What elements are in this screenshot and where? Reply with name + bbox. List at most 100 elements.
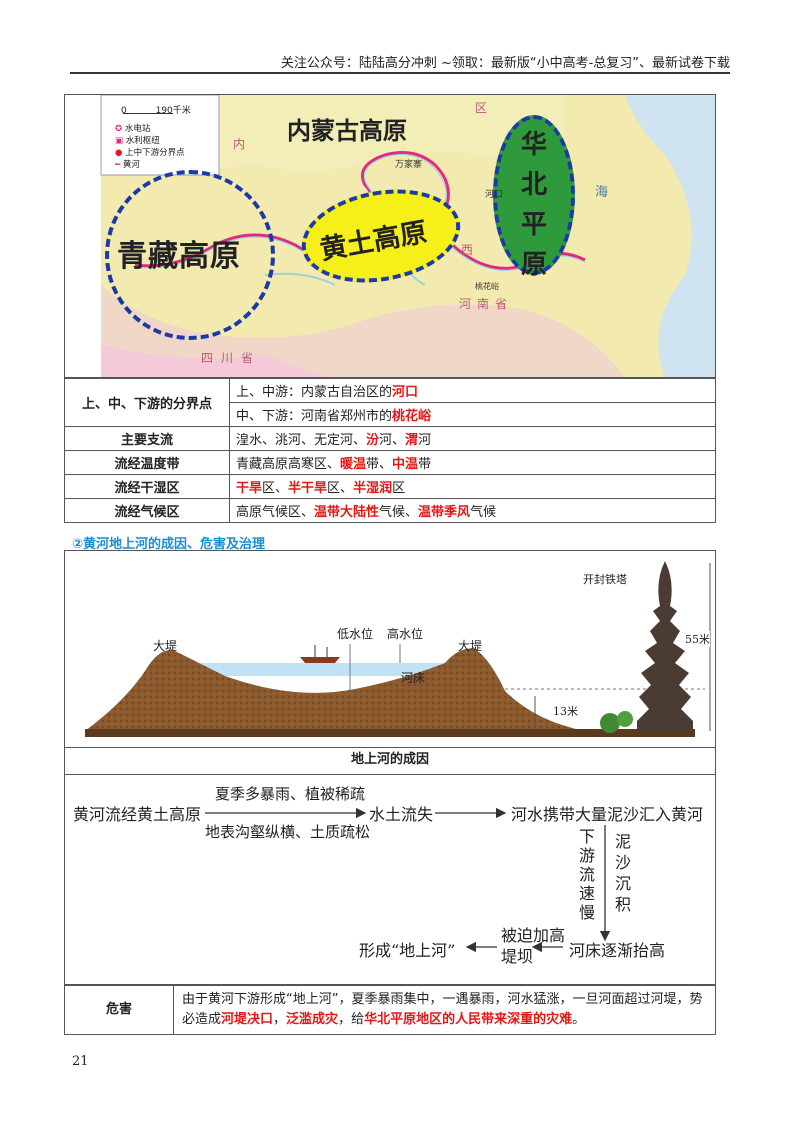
harm-table: 危害 由于黄河下游形成“地上河”，夏季暴雨集中，一遇暴雨，河水猛涨，一旦河面超过…	[64, 985, 716, 1035]
row-value: 上、中游：内蒙古自治区的河口	[229, 378, 716, 403]
map-legend: ✪ 水电站 ▣ 水利枢纽 ● 上中下游分界点 ━ 黄河	[115, 124, 185, 170]
plain-text: 河、	[379, 433, 406, 448]
plain-text: 。	[572, 1012, 586, 1027]
highlight-text: 暖温	[340, 457, 367, 472]
highlight-text: 温带季风	[418, 505, 471, 520]
highlight-text: 河堤决口	[221, 1012, 274, 1027]
table-row: 流经气候区 高原气候区、温带大陆性气候、温带季风气候	[64, 498, 716, 523]
cross-section-diagram: 大堤 大堤 低水位 高水位 河床 开封铁塔 55米 13米	[64, 550, 716, 748]
highlight-text: 渭	[405, 433, 419, 448]
row-key: 流经气候区	[64, 498, 230, 523]
hydropower-icon: ✪	[115, 124, 123, 134]
boundary-point-icon: ●	[115, 148, 123, 158]
plain-text: 河	[418, 433, 432, 448]
place-wanjiazhai: 万家寨	[395, 160, 423, 170]
flow-condition-2: 地表沟壑纵横、土质疏松	[205, 823, 371, 841]
table-row: 中、下游：河南省郑州市的桃花峪	[65, 402, 716, 427]
river-line-icon: ━	[115, 160, 121, 170]
cause-flow-diagram: 黄河流经黄土高原 夏季多暴雨、植被稀疏 地表沟壑纵横、土质疏松 水土流失 河水携…	[64, 775, 716, 985]
row-value: 高原气候区、温带大陆性气候、温带季风气候	[229, 498, 716, 523]
highlight-text: 干旱	[236, 481, 263, 496]
section-title: ②黄河地上河的成因、危害及治理	[72, 537, 266, 552]
row-key: 主要支流	[64, 426, 230, 451]
plain-text: 湟水、洮河、无定河、	[236, 433, 367, 448]
place-sichuan: 四川省	[201, 351, 262, 365]
plain-text: 区、	[327, 481, 354, 496]
plain-text: ，	[273, 1012, 287, 1027]
table-row: 上、中、下游的分界点 上、中游：内蒙古自治区的河口	[64, 378, 716, 427]
page-header: 关注公众号：陆陆高分冲刺 ~领取：最新版“小中高考-总复习”、最新试卷下载	[280, 56, 730, 71]
highlight-text: 温带大陆性	[314, 505, 380, 520]
flow-arrows	[205, 807, 611, 953]
flow-rise: 河床逐渐抬高	[569, 941, 666, 960]
label-high-water: 高水位	[387, 627, 424, 641]
highlight-text: 半干旱	[288, 481, 328, 496]
highlight-text: 中温	[392, 457, 419, 472]
label-tower: 开封铁塔	[583, 573, 627, 586]
flow-forced: 被迫加高堤坝	[501, 926, 566, 966]
place-taohuayu: 桃花峪	[475, 282, 499, 291]
diagram-caption: 地上河的成因	[64, 748, 716, 775]
place-hekou: 河口	[485, 190, 504, 200]
highlight-text: 桃花峪	[392, 409, 432, 424]
plain-text: 区	[392, 481, 406, 496]
place-henan: 河南省	[459, 297, 514, 311]
plain-text: 高原气候区、	[236, 505, 315, 520]
region-neimenggu: 内蒙古高原	[287, 117, 407, 145]
plain-text: 带、	[366, 457, 393, 472]
place-hai: 海	[595, 185, 609, 200]
region-qingzang: 青藏高原	[117, 239, 241, 274]
place-nei: 内	[233, 137, 246, 151]
scale-bar	[123, 113, 173, 114]
cross-section-svg	[85, 561, 711, 737]
label-bed-height: 13米	[553, 705, 578, 718]
header-rule	[70, 72, 730, 74]
plain-text: ，给	[338, 1012, 365, 1027]
highlight-text: 河口	[392, 385, 419, 400]
label-dike-left: 大堤	[153, 639, 178, 653]
harm-value: 由于黄河下游形成“地上河”，夏季暴雨集中，一遇暴雨，河水猛涨，一旦河面超过河堤，…	[173, 985, 716, 1035]
flow-result: 形成“地上河”	[359, 941, 456, 960]
table-row: 主要支流 湟水、洮河、无定河、汾河、渭河	[64, 426, 716, 451]
flow-erosion: 水土流失	[369, 805, 434, 824]
plain-text: 青藏高原高寒区、	[236, 457, 341, 472]
row-value: 干旱区、半干旱区、半湿润区	[229, 474, 716, 499]
highlight-text: 汾	[366, 433, 380, 448]
table-row: 危害 由于黄河下游形成“地上河”，夏季暴雨集中，一遇暴雨，河水猛涨，一旦河面超过…	[64, 985, 716, 1035]
plain-text: 气候、	[379, 505, 419, 520]
place-xi: 西	[461, 243, 474, 257]
place-qu: 区	[475, 101, 488, 115]
plain-text: 气候	[470, 505, 497, 520]
row-value: 湟水、洮河、无定河、汾河、渭河	[229, 426, 716, 451]
label-tower-height: 55米	[685, 631, 710, 647]
flow-start: 黄河流经黄土高原	[73, 805, 202, 824]
row-value: 青藏高原高寒区、暖温带、中温带	[229, 450, 716, 475]
river-info-table: 上、中、下游的分界点 上、中游：内蒙古自治区的河口 中、下游：河南省郑州市的桃花…	[64, 378, 716, 523]
label-riverbed: 河床	[401, 671, 426, 685]
table-row: 流经干湿区 干旱区、半干旱区、半湿润区	[64, 474, 716, 499]
page-number: 21	[72, 1054, 89, 1069]
flow-carry: 河水携带大量泥沙汇入黄河	[511, 805, 704, 824]
flow-condition-1: 夏季多暴雨、植被稀疏	[215, 785, 366, 803]
label-low-water: 低水位	[337, 627, 374, 641]
yellow-river-map: 0 190千米 ✪ 水电站 ▣ 水利枢纽 ● 上中下游分界点 ━ 黄河 青藏高原…	[64, 94, 716, 378]
row-key: 流经温度带	[64, 450, 230, 475]
plain-text: 区、	[262, 481, 289, 496]
dam-icon: ▣	[115, 136, 124, 146]
row-key: 上、中、下游的分界点	[64, 378, 230, 427]
label-dike-right: 大堤	[458, 639, 483, 653]
plain-text: 带	[418, 457, 432, 472]
scale-distance: 190千米	[155, 106, 191, 116]
scale-zero: 0	[121, 106, 127, 116]
flow-deposit: 泥沙沉积	[615, 832, 632, 914]
row-key: 流经干湿区	[64, 474, 230, 499]
flow-slow: 下游流速慢	[579, 827, 596, 922]
highlight-text: 华北平原地区的人民带来深重的灾难	[364, 1012, 573, 1027]
row-value: 中、下游：河南省郑州市的桃花峪	[229, 402, 716, 427]
north-china-ellipse	[493, 115, 575, 275]
qinghai-tibet-ellipse	[105, 170, 275, 340]
plain-text: 中、下游：河南省郑州市的	[236, 409, 393, 424]
highlight-text: 泛滥成灾	[286, 1012, 339, 1027]
table-row: 流经温度带 青藏高原高寒区、暖温带、中温带	[64, 450, 716, 475]
